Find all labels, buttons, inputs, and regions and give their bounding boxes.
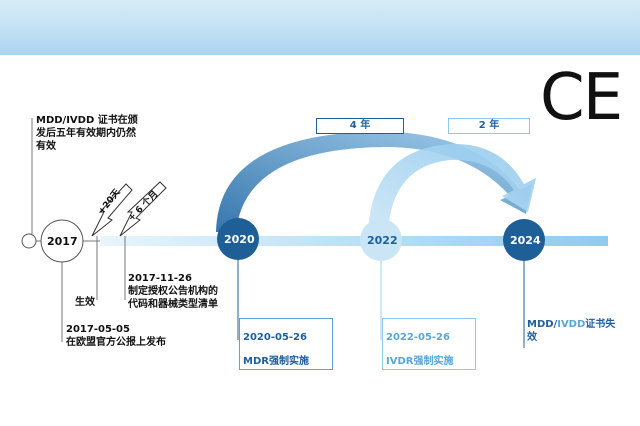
mdd-invalid-suffix: 证书失 效 — [527, 319, 616, 343]
arrow-plus-20-days — [91, 183, 133, 237]
node-2024-circle — [503, 219, 545, 261]
ivdr-label-box: 2022-05-26 IVDR强制实施 — [382, 318, 476, 370]
arc-2-years — [368, 143, 536, 232]
node-2017-label: 2017 — [47, 235, 78, 248]
pub-2017-text: 2017-05-05 在欧盟官方公报上发布 — [66, 324, 166, 348]
timeline-bar — [100, 236, 608, 246]
mdd-invalid-text: MDD/IVDD证书失 效 — [527, 318, 617, 344]
effective-text: 生效 — [75, 297, 95, 308]
mdd-invalid-prefix: MDD/ — [527, 319, 558, 330]
node-2024-label: 2024 — [510, 234, 541, 247]
node-2020-label: 2020 — [224, 233, 255, 246]
mdd-ivdd-validity-text: MDD/IVDD 证书在颁 发后五年有效期内仍然 有效 — [36, 115, 138, 152]
duration-4-years: 4 年 — [316, 118, 404, 134]
mdd-invalid-ivdd: IVDD — [557, 319, 586, 330]
ivdr-text: IVDR强制实施 — [386, 356, 454, 367]
mdr-date: 2020-05-26 — [243, 332, 307, 343]
mdr-text: MDR强制实施 — [243, 356, 309, 367]
node-2017-circle — [40, 219, 84, 263]
node-2020-circle — [217, 218, 259, 260]
node-2022-label: 2022 — [367, 234, 398, 247]
arrow-plus-6-months — [119, 181, 167, 237]
node-2022-circle — [360, 219, 402, 261]
duration-2-years: 2 年 — [448, 118, 530, 134]
header-band — [0, 0, 640, 55]
nb-2017-text: 2017-11-26 制定授权公告机构的 代码和器械类型清单 — [128, 273, 218, 310]
ivdr-date: 2022-05-26 — [386, 332, 450, 343]
mdr-label-box: 2020-05-26 MDR强制实施 — [239, 318, 333, 370]
timeline-start-dot — [21, 233, 37, 249]
ce-mark-logo: CE — [540, 61, 623, 135]
